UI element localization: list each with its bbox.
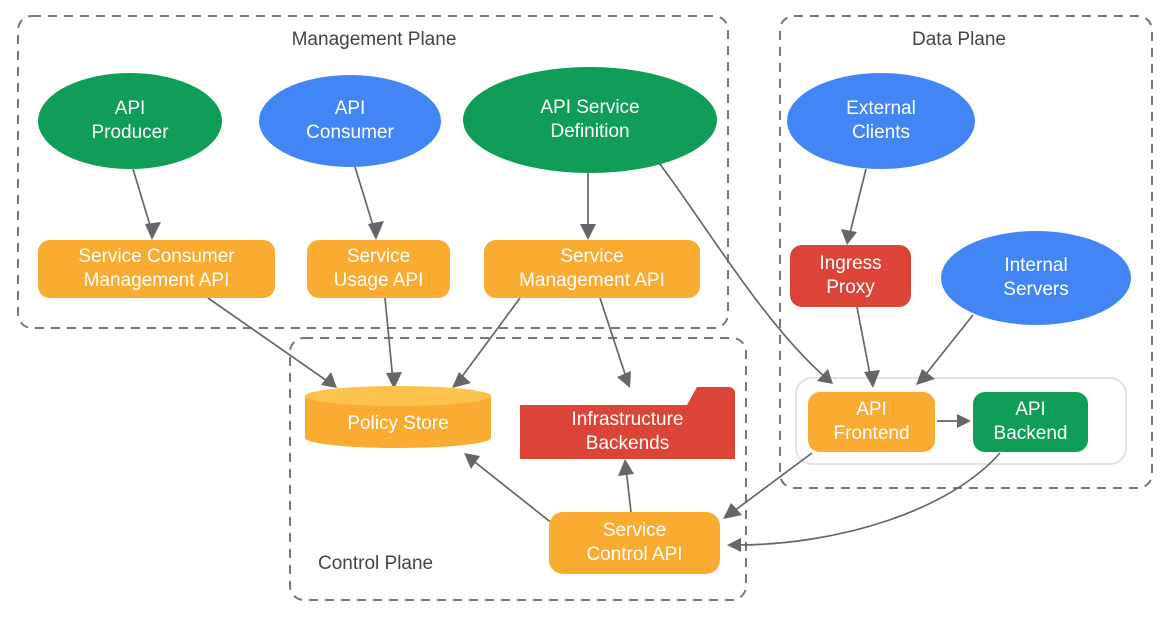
- edge-api-consumer-to-service-usage-api-arrowhead-icon: [368, 221, 384, 240]
- edge-api-backend-to-service-control-api-arrowhead-icon: [727, 538, 741, 552]
- edge-service-consumer-management-api-to-policy-store-line: [207, 297, 331, 384]
- edge-api-backend-to-service-control-api: [727, 452, 1001, 552]
- control-plane-label: Control Plane: [318, 553, 433, 574]
- node-service-consumer-management-api-shape[interactable]: [38, 240, 275, 298]
- edge-api-service-definition-to-api-frontend-arrowhead-icon: [817, 369, 833, 384]
- edge-service-control-api-to-infrastructure-backends-arrowhead-icon: [618, 459, 634, 476]
- node-api-backend-shape[interactable]: [973, 392, 1088, 452]
- management-plane-label: Management Plane: [292, 29, 457, 50]
- edge-service-control-api-to-infrastructure-backends-line: [625, 467, 632, 513]
- edge-api-frontend-to-service-control-api-line: [729, 452, 813, 515]
- group-box-management-plane: [17, 15, 729, 329]
- node-policy-store-cylinder-body[interactable]: [305, 396, 491, 448]
- edge-internal-servers-to-api-frontend-arrowhead-icon: [916, 369, 935, 385]
- edge-ingress-proxy-to-api-frontend-line: [856, 306, 872, 381]
- edge-service-usage-api-to-policy-store-line: [384, 297, 394, 382]
- edge-api-backend-to-service-control-api-line: [735, 452, 1001, 546]
- edge-service-management-api-to-policy-store-line: [457, 297, 521, 383]
- node-service-control-api-shape[interactable]: [549, 512, 720, 574]
- edge-service-control-api-to-policy-store-line: [470, 458, 554, 525]
- node-external-clients-shape[interactable]: [787, 73, 975, 169]
- edge-api-frontend-to-api-backend-arrowhead-icon: [957, 414, 971, 428]
- node-api-consumer-shape[interactable]: [259, 75, 441, 167]
- edge-service-usage-api-to-policy-store-arrowhead-icon: [386, 372, 402, 389]
- edge-api-service-definition-to-api-frontend: [652, 154, 833, 384]
- edge-service-control-api-to-infrastructure-backends: [618, 459, 634, 513]
- edge-service-control-api-to-policy-store-arrowhead-icon: [464, 453, 480, 469]
- group-box-control-plane: [289, 337, 747, 601]
- edge-ingress-proxy-to-api-frontend: [856, 306, 880, 388]
- edge-api-frontend-to-api-backend: [937, 414, 971, 428]
- edge-service-management-api-to-policy-store: [452, 297, 521, 388]
- edge-api-frontend-to-service-control-api-arrowhead-icon: [723, 503, 742, 519]
- node-internal-servers-shape[interactable]: [941, 231, 1131, 325]
- node-policy-store[interactable]: Policy Store: [305, 386, 491, 448]
- edges-layer: [132, 154, 1001, 552]
- edge-api-producer-to-service-consumer-management-api-arrowhead-icon: [145, 222, 161, 240]
- data-plane-label: Data Plane: [912, 29, 1006, 50]
- edge-api-consumer-to-service-usage-api: [354, 166, 384, 240]
- edge-service-control-api-to-policy-store: [464, 453, 554, 525]
- node-service-usage-api-shape[interactable]: [307, 240, 450, 298]
- node-policy-store-cylinder-top: [305, 386, 491, 406]
- edge-service-management-api-to-infrastructure-backends-arrowhead-icon: [617, 371, 631, 388]
- edge-api-service-definition-to-api-frontend-line: [652, 154, 827, 379]
- edge-service-management-api-to-infrastructure-backends-line: [599, 297, 628, 381]
- edge-api-producer-to-service-consumer-management-api-line: [132, 168, 153, 233]
- node-api-producer-shape[interactable]: [38, 73, 222, 169]
- edge-service-management-api-to-policy-store-arrowhead-icon: [452, 372, 471, 388]
- edge-service-management-api-to-infrastructure-backends: [599, 297, 631, 388]
- edge-external-clients-to-ingress-proxy: [841, 168, 867, 245]
- edge-api-service-definition-to-service-management-api-arrowhead-icon: [580, 224, 596, 240]
- edge-external-clients-to-ingress-proxy-line: [848, 168, 867, 238]
- edge-api-service-definition-to-service-management-api: [580, 173, 596, 240]
- edge-api-consumer-to-service-usage-api-line: [354, 166, 376, 233]
- edge-service-consumer-management-api-to-policy-store: [207, 297, 337, 388]
- edge-service-usage-api-to-policy-store: [384, 297, 402, 389]
- node-ingress-proxy-shape[interactable]: [790, 245, 911, 307]
- node-service-management-api-shape[interactable]: [484, 240, 700, 298]
- plane-groups-layer: [17, 15, 1153, 601]
- node-infrastructure-backends-shape[interactable]: [520, 387, 735, 459]
- edge-ingress-proxy-to-api-frontend-arrowhead-icon: [864, 370, 880, 388]
- edge-api-frontend-to-service-control-api: [723, 452, 813, 519]
- node-api-service-definition-shape[interactable]: [463, 67, 717, 173]
- edge-service-consumer-management-api-to-policy-store-arrowhead-icon: [321, 372, 337, 388]
- edge-internal-servers-to-api-frontend: [916, 314, 974, 385]
- edge-internal-servers-to-api-frontend-line: [921, 314, 974, 380]
- edge-external-clients-to-ingress-proxy-arrowhead-icon: [841, 229, 857, 245]
- edge-api-producer-to-service-consumer-management-api: [132, 168, 161, 240]
- node-api-frontend-shape[interactable]: [808, 392, 935, 452]
